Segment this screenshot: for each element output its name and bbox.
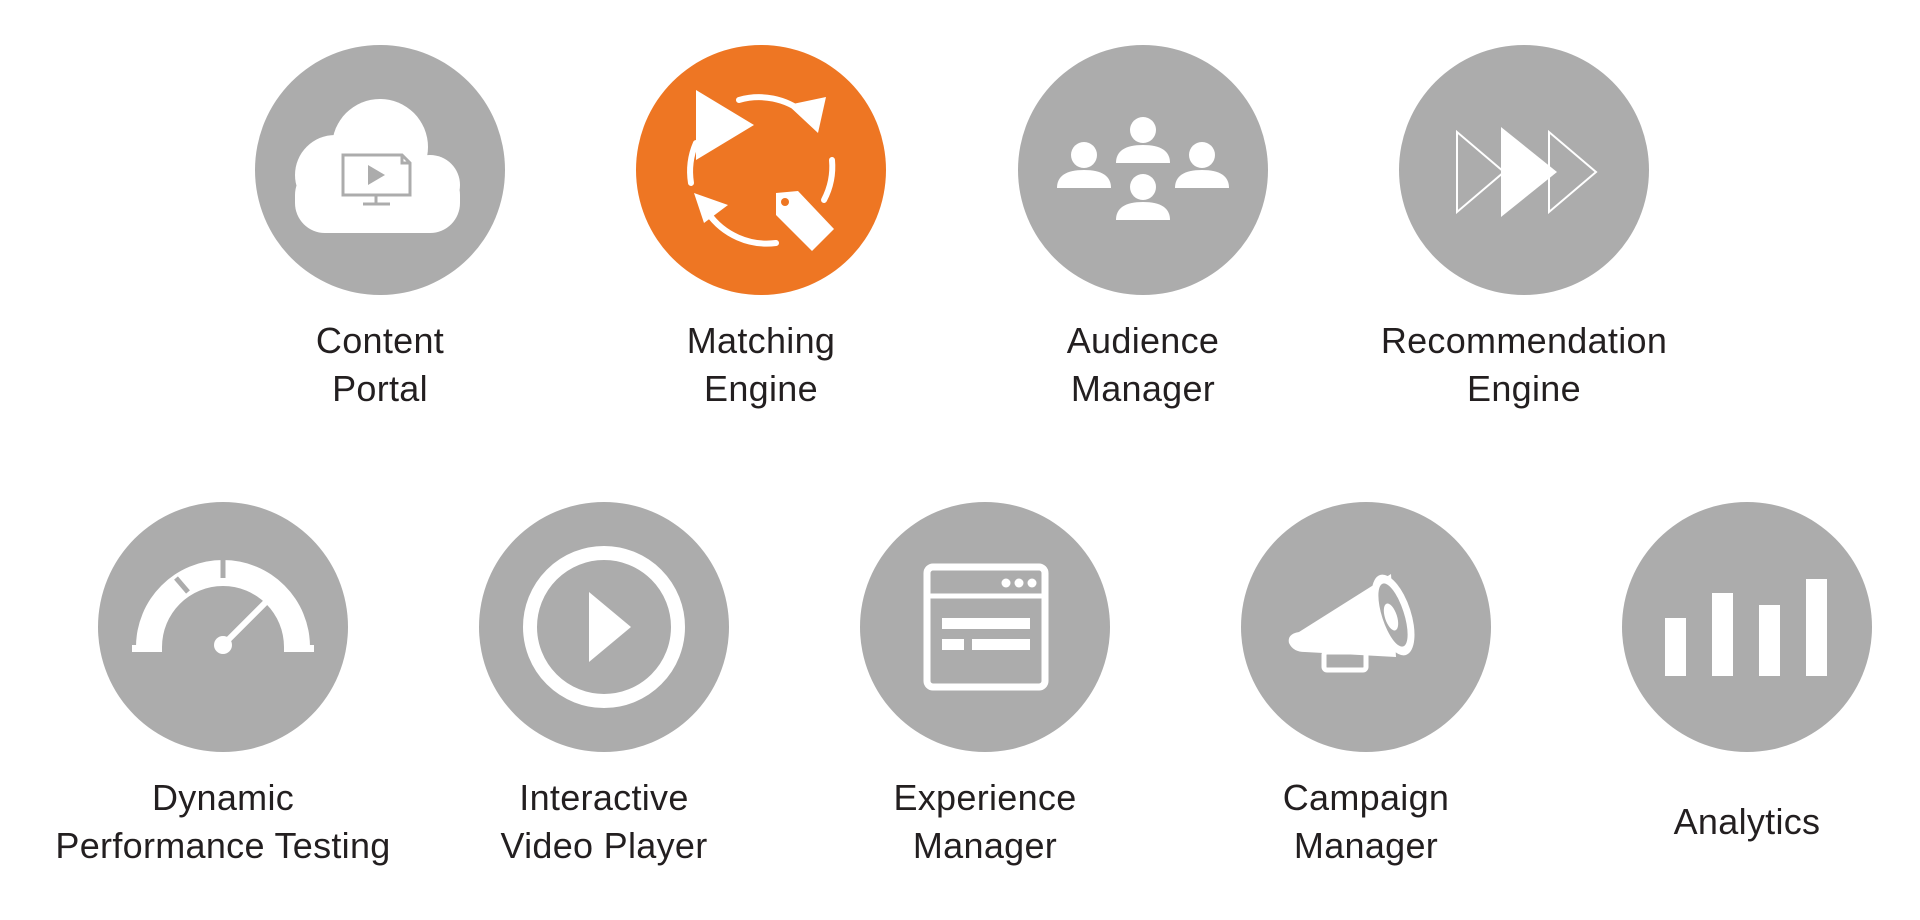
- tile-campaign-manager[interactable]: Campaign Manager: [1216, 502, 1516, 870]
- interactive-video-player-label: Interactive Video Player: [500, 777, 708, 866]
- tile-experience-manager[interactable]: Experience Manager: [835, 502, 1135, 870]
- analytics-circle[interactable]: [1622, 502, 1872, 752]
- audience-group-icon: [1057, 117, 1229, 220]
- megaphone-icon: [1288, 574, 1415, 673]
- campaign-manager-label: Campaign Manager: [1282, 777, 1450, 866]
- experience-manager-label: Experience Manager: [893, 777, 1077, 866]
- cloud-video-icon: [295, 99, 460, 233]
- content-portal-label: Content Portal: [315, 320, 445, 409]
- dynamic-performance-testing-circle[interactable]: [98, 502, 348, 752]
- tile-dynamic-performance-testing[interactable]: Dynamic Performance Testing: [55, 502, 390, 870]
- fast-forward-icon: [1456, 127, 1598, 217]
- play-circle-icon: [523, 546, 685, 708]
- recommendation-engine-circle[interactable]: [1399, 45, 1649, 295]
- matching-cycle-icon: [687, 90, 836, 251]
- tile-recommendation-engine[interactable]: Recommendation Engine: [1374, 45, 1674, 413]
- tile-matching-engine[interactable]: Matching Engine: [611, 45, 911, 413]
- tile-interactive-video-player[interactable]: Interactive Video Player: [454, 502, 754, 870]
- bar-chart-icon: [1665, 579, 1827, 676]
- browser-window-icon: [923, 563, 1049, 691]
- matching-engine-circle[interactable]: [636, 45, 886, 295]
- content-portal-circle[interactable]: [255, 45, 505, 295]
- campaign-manager-circle[interactable]: [1241, 502, 1491, 752]
- audience-manager-label: Audience Manager: [1066, 320, 1220, 409]
- speedometer-icon: [132, 558, 314, 654]
- experience-manager-circle[interactable]: [860, 502, 1110, 752]
- recommendation-engine-label: Recommendation Engine: [1380, 320, 1668, 409]
- analytics-label: Analytics: [1673, 801, 1821, 842]
- tile-audience-manager[interactable]: Audience Manager: [993, 45, 1293, 413]
- tile-content-portal[interactable]: Content Portal: [230, 45, 530, 413]
- interactive-video-player-circle[interactable]: [479, 502, 729, 752]
- tile-analytics[interactable]: Analytics: [1597, 502, 1897, 846]
- dynamic-performance-testing-label: Dynamic Performance Testing: [55, 777, 391, 866]
- matching-engine-label: Matching Engine: [686, 320, 836, 409]
- audience-manager-circle[interactable]: [1018, 45, 1268, 295]
